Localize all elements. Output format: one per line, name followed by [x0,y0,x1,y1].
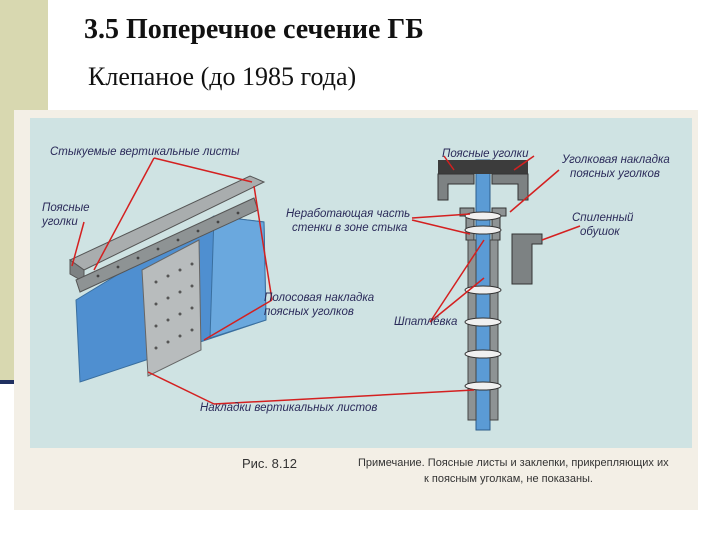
figure-illustration: Стыкуемые вертикальные листы Поясные уго… [14,110,698,510]
label-angle-overlay-1: Уголковая накладка [562,154,670,166]
rivet-section-heads [464,211,502,391]
vertical-overlay-plate [141,239,202,377]
flange-plate-section [438,160,528,174]
label-angle-overlay-2: поясных уголков [570,168,660,180]
label-idle-web-1: Неработающая часть [286,208,411,220]
leader-lines [71,155,581,405]
label-strip-overlay-2: поясных уголков [264,306,354,318]
label-vertical-overlays: Накладки вертикальных листов [200,402,378,414]
figure-note-line-2: к поясным уголкам, не показаны. [424,473,593,485]
label-flange-angles-left-2: уголки [42,216,78,228]
vertical-overlay-right-section [489,239,499,421]
flange-angle-right-section [491,173,529,201]
figure-number: Рис. 8.12 [242,456,297,471]
label-butt-vertical-sheets: Стыкуемые вертикальные листы [50,146,240,158]
label-flange-angles-top: Поясные уголки [442,148,529,160]
girder-drawing [30,118,692,448]
sawn-heel-angle [511,233,543,285]
slide-subtitle: Клепаное (до 1985 года) [88,62,357,91]
label-sawn-heel-2: обушок [580,226,620,238]
label-flange-angles-left-1: Поясные [42,202,90,214]
flange-angle-left-section [437,173,475,201]
label-sawn-heel-1: Спиленный [572,212,634,224]
figure-note-line-1: Примечание. Поясные листы и заклепки, пр… [358,457,669,469]
slide-title: 3.5 Поперечное сечение ГБ [84,14,424,45]
overlay-rivets [154,262,194,350]
label-putty: Шпатлёвка [394,316,458,328]
label-strip-overlay-1: Полосовая накладка [264,292,375,304]
label-idle-web-2: стенки в зоне стыка [292,222,408,234]
web-plate-right [209,215,267,339]
vertical-overlay-left-section [467,239,477,421]
flange-rivets [96,211,240,278]
